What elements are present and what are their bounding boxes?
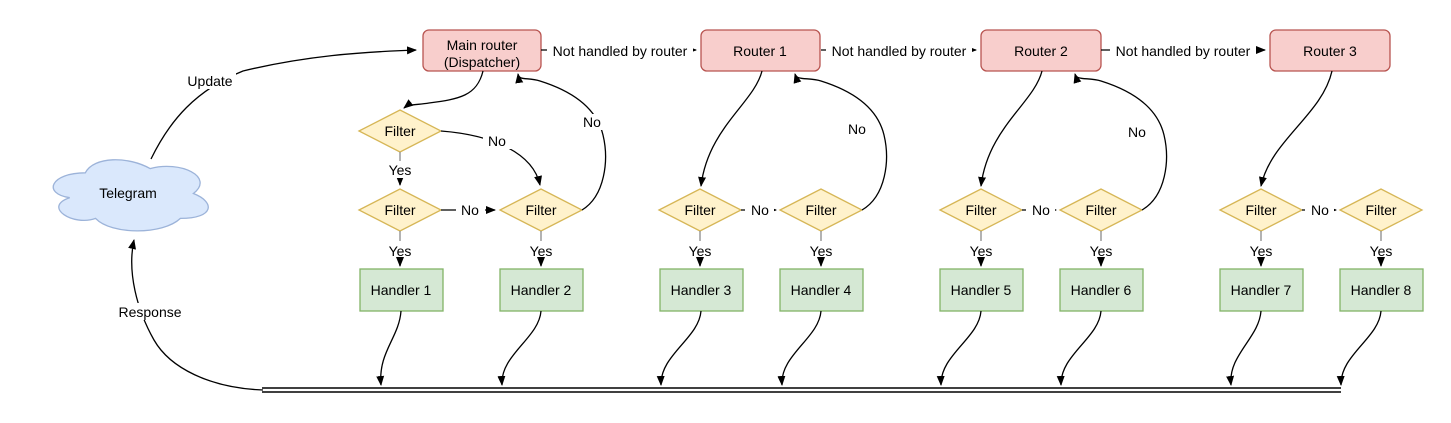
no-label: No — [1128, 124, 1146, 140]
edge-router2-to-filter — [978, 70, 1043, 187]
no-label: No — [1032, 202, 1050, 218]
edge-router2-no-loop — [1073, 73, 1168, 211]
edge-handler2-bus — [497, 310, 542, 386]
edge-handler7-bus — [1226, 310, 1262, 386]
telegram-label: Telegram — [99, 185, 157, 201]
response-label: Response — [118, 304, 181, 320]
router2-label: Router 2 — [1014, 43, 1068, 59]
yes-label: Yes — [389, 162, 412, 178]
yes-label: Yes — [1250, 243, 1273, 259]
edge-response — [128, 239, 264, 391]
no-label: No — [488, 133, 506, 149]
edge-handler4-bus — [777, 310, 822, 386]
yes-stubs — [399, 152, 1382, 241]
yes-label: Yes — [970, 243, 993, 259]
filter-label: Filter — [384, 123, 415, 139]
filter-label: Filter — [805, 202, 836, 218]
diagram-labels: Telegram Main router (Dispatcher) Router… — [99, 37, 1411, 320]
filter-label: Filter — [1085, 202, 1116, 218]
filter-label: Filter — [384, 202, 415, 218]
edge-handler5-bus — [936, 310, 982, 386]
edge-handler6-bus — [1056, 310, 1102, 386]
router3-label: Router 3 — [1303, 43, 1357, 59]
no-label: No — [1311, 202, 1329, 218]
router3-node — [1269, 29, 1391, 72]
no-label: No — [461, 202, 479, 218]
edges — [128, 46, 1385, 393]
handler2-label: Handler 2 — [511, 282, 572, 298]
edge-handler3-bus — [656, 310, 702, 386]
router3-filter-2 — [1338, 188, 1424, 232]
edge-dispatcher-to-filter1 — [403, 70, 484, 109]
edge-router1-no-loop — [793, 73, 888, 211]
handler7-label: Handler 7 — [1231, 282, 1292, 298]
handler4-node — [779, 268, 864, 312]
yes-label: Yes — [389, 243, 412, 259]
edge-router1-to-filter — [698, 70, 763, 187]
handler6-node — [1059, 268, 1144, 312]
handler8-node — [1339, 268, 1424, 312]
handler5-label: Handler 5 — [951, 282, 1012, 298]
handler4-label: Handler 4 — [791, 282, 852, 298]
handler1-label: Handler 1 — [371, 282, 432, 298]
handler5-node — [939, 268, 1024, 312]
handler3-node — [659, 268, 744, 312]
not-handled-label: Not handled by router — [553, 43, 688, 59]
yes-label: Yes — [810, 243, 833, 259]
not-handled-label: Not handled by router — [1116, 43, 1251, 59]
filter-label: Filter — [525, 202, 556, 218]
handler1-node — [359, 268, 444, 312]
handler8-label: Handler 8 — [1351, 282, 1412, 298]
no-label: No — [848, 121, 866, 137]
not-handled-label: Not handled by router — [832, 43, 967, 59]
filter-label: Filter — [684, 202, 715, 218]
edge-handler8-bus — [1336, 310, 1382, 386]
edge-handler1-bus — [376, 310, 402, 386]
filter-label: Filter — [1245, 202, 1276, 218]
filter-label: Filter — [1365, 202, 1396, 218]
yes-label: Yes — [1090, 243, 1113, 259]
yes-label: Yes — [1370, 243, 1393, 259]
router1-label: Router 1 — [733, 43, 787, 59]
yes-label: Yes — [689, 243, 712, 259]
no-label: No — [583, 114, 601, 130]
handler6-label: Handler 6 — [1071, 282, 1132, 298]
edge-router3-to-filter — [1259, 70, 1333, 187]
label-backgrounds — [116, 41, 1334, 320]
filter-label: Filter — [965, 202, 996, 218]
router1-node — [700, 29, 821, 72]
no-label: No — [751, 202, 769, 218]
dispatcher-label-line2: (Dispatcher) — [444, 54, 520, 70]
edge-update — [150, 46, 417, 160]
handler2-node — [499, 268, 584, 312]
edge-filter3-no-loop — [515, 73, 607, 211]
update-label: Update — [187, 73, 232, 89]
dispatcher-label-line1: Main router — [447, 37, 518, 53]
handler3-label: Handler 3 — [671, 282, 732, 298]
yes-label: Yes — [530, 243, 553, 259]
telegram-cloud — [52, 159, 209, 232]
handler7-node — [1219, 268, 1304, 312]
